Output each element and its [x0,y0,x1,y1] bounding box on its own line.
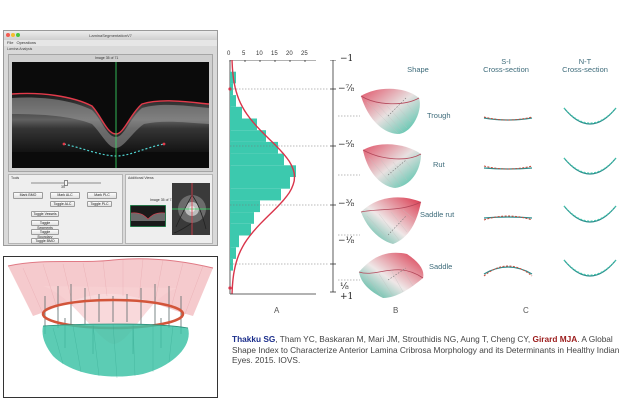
panel-letter-a: A [274,306,280,315]
oct-bscan-image[interactable] [12,62,209,168]
shape-index-scale [330,60,360,293]
row-label-rut: Rut [433,160,445,169]
toggle-alc-button[interactable]: Toggle ALC [50,201,75,207]
citation-first-author: Thakku SG [232,334,276,344]
boundary-point-2 [228,286,232,290]
mark-alc-button[interactable]: Mark ALC [50,192,80,199]
x-tick-10: 10 [256,51,263,57]
saddle-rut-shape [360,197,422,245]
si-tick-minus-1-8: −¹⁄₈ [338,236,355,246]
citation-middle-authors: , Tham YC, Baskaran M, Mari JM, Strouthi… [275,334,533,344]
window-controls[interactable] [6,31,21,40]
trough-shape [360,88,420,135]
histogram-bar [230,118,257,131]
scan-panel: Image 35 of 71 [8,54,213,172]
histogram-bar [230,235,239,248]
menu-file[interactable]: File [7,40,14,45]
normal-fit-curve [231,60,296,295]
si-tick-1-8: ¹⁄₈ [340,282,349,292]
image-slider[interactable] [31,180,101,186]
citation-text: Thakku SG, Tham YC, Baskaran M, Mari JM,… [232,334,632,366]
tab-lamina-analysis[interactable]: Lamina Analysis [7,47,33,51]
fundus-image[interactable] [172,183,210,235]
small-bscan-image[interactable] [130,205,166,227]
row-label-trough: Trough [427,111,451,120]
x-tick-0: 0 [227,51,231,57]
x-tick-25: 25 [301,51,308,57]
histogram-bar [230,130,266,142]
tools-panel: Tools 35 Mark BMO Mark ALC Mark PLC Togg… [8,174,123,244]
si-tick-minus-3-8: −³⁄₈ [338,199,355,209]
si-trough-teal [483,117,533,121]
slider-value: 35 [61,185,65,189]
histogram-bar [230,95,236,107]
histogram-bar [230,141,278,154]
histogram-bar [230,153,284,166]
si-tick-minus-7-8: −⁷⁄₈ [338,84,355,94]
cross-section-panels [483,107,617,277]
histogram-bar [230,258,233,271]
x-tick-20: 20 [286,51,293,57]
scan-label: Image 35 of 71 [95,56,119,60]
additional-views-panel: Additional Views Image 35 of 71 [125,174,213,244]
shape-glyph-column [358,88,424,299]
histogram-bar [230,106,242,119]
toggle-segments-button[interactable]: Toggle Segments [31,220,59,230]
panel-letter-b: B [393,306,399,315]
toggle-bmo-button[interactable]: Toggle BMO [31,238,59,244]
histogram-bar [230,212,254,224]
toggle-plc-button[interactable]: Toggle PLC [87,201,112,207]
citation-title: . A Global Shape Index to Characterize A… [232,334,620,365]
row-label-saddle-rut: Saddle rut [420,210,455,219]
close-window-icon[interactable] [6,33,10,37]
tools-title: Tools [11,176,20,180]
rut-shape [362,144,422,189]
si-tick-plus-1: +1 [340,292,354,302]
minimize-window-icon[interactable] [11,33,15,37]
histogram-bar [230,247,236,259]
posterior-surface-mesh [42,323,189,379]
small-image-label: Image 35 of 71 [150,198,174,202]
menu-operations[interactable]: Operations [16,40,37,45]
histogram-bar [230,188,281,201]
header-nt-cross-section: N-T Cross-section [562,57,608,74]
shape-index-histogram [228,60,328,295]
si-tick-minus-1: −1 [340,54,354,64]
maximize-window-icon[interactable] [16,33,20,37]
histogram-bar [230,165,296,177]
lamina-3d-render [3,256,218,398]
si-tick-minus-5-8: −⁵⁄₈ [338,140,355,150]
row-label-saddle: Saddle [429,262,453,271]
mark-plc-button[interactable]: Mark PLC [87,192,117,199]
shape-connector-lines [388,97,407,281]
histogram-bar [230,223,251,236]
mark-bmo-button[interactable]: Mark BMO [13,192,43,199]
toggle-boundary-button[interactable]: Toggle Boundary [31,229,59,239]
histogram-bar [230,177,290,189]
saddle-shape [358,252,424,299]
header-shape: Shape [407,65,429,74]
window-title: LaminaSegmentationV7 [89,33,132,38]
panel-letter-c: C [523,306,529,315]
citation-last-author: Girard MJA [532,334,578,344]
slider-handle[interactable] [64,180,68,186]
header-si-cross-section: S-I Cross-section [483,57,529,74]
x-tick-5: 5 [242,51,246,57]
x-tick-15: 15 [271,51,278,57]
toggle-vessels-button[interactable]: Toggle Vessels [31,211,59,217]
histogram-bar [230,200,260,213]
additional-views-title: Additional Views [128,176,154,180]
mesh-grid-lines [22,258,204,315]
